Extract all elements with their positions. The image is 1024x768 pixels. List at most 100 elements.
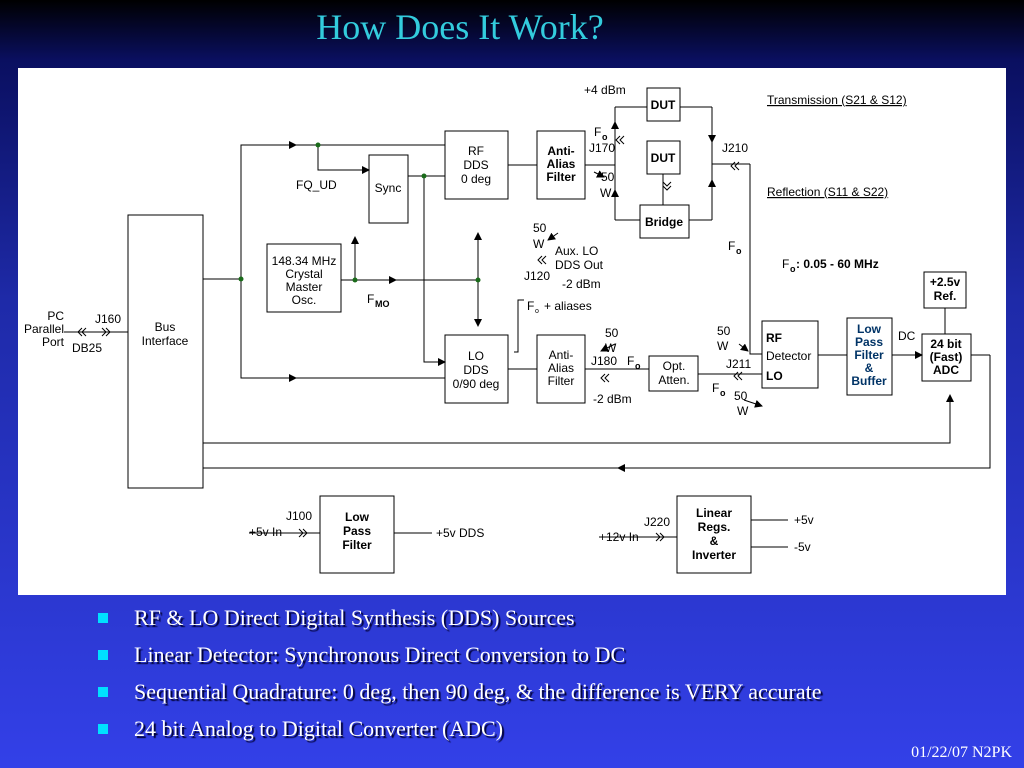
reflection-label: Reflection (S11 & S22): [767, 185, 888, 199]
lpfb-4: &: [865, 361, 874, 375]
osc-crystal-label: Crystal: [285, 267, 322, 281]
db25-label: DB25: [72, 341, 102, 355]
regs-2: Regs.: [698, 520, 731, 534]
junction-dots: [238, 142, 481, 283]
fo-f-3: F: [782, 257, 789, 271]
lo-dds-deg: 0/90 deg: [453, 377, 500, 391]
ohm-1: W: [600, 186, 612, 200]
dut-block-1: DUT: [646, 87, 681, 122]
block-diagram: Bus Interface PC Parallel Port J160 DB25…: [24, 83, 991, 574]
bullet-text: RF & LO Direct Digital Synthesis (DDS) S…: [134, 605, 575, 630]
fo-f-1: F: [594, 125, 601, 139]
termination-arrows: [547, 121, 763, 408]
fmo-sub: MO: [375, 299, 390, 309]
opt-atten-2: Atten.: [658, 373, 689, 387]
ref-2: Ref.: [934, 289, 957, 303]
minus5v-label: -5v: [794, 540, 811, 554]
plus5v-label: +5v: [794, 513, 814, 527]
low-pass-filter-bottom-block: Low Pass Filter: [319, 495, 395, 574]
dut-block-2: DUT: [646, 140, 681, 175]
anti-alias-filter-bottom: Anti- Alias Filter: [536, 334, 586, 404]
fo-f-4: F: [527, 299, 534, 313]
bullet-square-icon: [98, 686, 108, 697]
dut1-label: DUT: [651, 98, 676, 112]
fifty-3: 50: [605, 326, 619, 340]
j100-label: J100 +5v In: [249, 509, 312, 539]
fo-j170-label: F o J170 50 W: [589, 125, 615, 200]
interface-label: Interface: [142, 334, 189, 348]
ref-1: +2.5v: [930, 275, 961, 289]
fo-sub-4: o: [535, 308, 539, 315]
dut2-label: DUT: [651, 151, 676, 165]
aux-lo-label: 50 W Aux. LO DDS Out J120 -2 dBm F o + a…: [524, 221, 604, 315]
fo-range-label: F o : 0.05 - 60 MHz: [782, 257, 879, 274]
ohm-5: W: [737, 404, 749, 418]
fo-f-5: F: [627, 354, 634, 368]
aaf-top-3: Filter: [546, 170, 576, 184]
lpf-bottom-3: Filter: [342, 538, 372, 552]
aaf-bot-3: Filter: [548, 374, 575, 388]
j210-label: J210: [722, 141, 748, 155]
slide-footer: 01/22/07 N2PK: [911, 744, 1012, 761]
aaf-top-2: Alias: [547, 157, 576, 171]
bullet-square-icon: [98, 723, 108, 734]
bullet-item: 24 bit Analog to Digital Converter (ADC): [98, 713, 821, 750]
low-pass-filter-buffer-block: Low Pass Filter & Buffer: [846, 317, 893, 396]
lpfb-5: Buffer: [851, 374, 887, 388]
regs-4: Inverter: [692, 548, 736, 562]
fmo-f: F: [367, 292, 374, 306]
fifty-5: 50: [734, 389, 748, 403]
rf-dds-dds: DDS: [463, 158, 488, 172]
aaf-bot-2: Alias: [548, 361, 574, 375]
lo-dds-dds: DDS: [463, 363, 488, 377]
fo-sub-6: o: [720, 388, 726, 398]
ohm-4: W: [717, 339, 729, 353]
aaf-bot-1: Anti-: [549, 348, 574, 362]
bullet-square-icon: [98, 649, 108, 660]
slide-title: How Does It Work?: [316, 7, 604, 47]
j120-label: J120: [524, 269, 550, 283]
signal-wires: [203, 106, 991, 548]
lpfb-1: Low: [857, 322, 882, 336]
minus2dbm-aux: -2 dBm: [562, 277, 601, 291]
aux-lo-2: DDS Out: [555, 258, 604, 272]
fo-sub-3: o: [790, 264, 796, 274]
j180-label: 50 W J180 F o -2 dBm: [591, 326, 641, 406]
bullet-text: Sequential Quadrature: 0 deg, then 90 de…: [134, 679, 822, 704]
fo-sub-1: o: [602, 132, 608, 142]
bullet-list: RF & LO Direct Digital Synthesis (DDS) S…: [98, 602, 821, 750]
j160-connector: [64, 327, 128, 337]
linear-regulators-block: Linear Regs. & Inverter: [676, 495, 752, 574]
pc-label: PC: [47, 309, 64, 323]
fo-sub-2: o: [736, 246, 742, 256]
j220-text: J220: [644, 515, 670, 529]
lo-dds-block: LO DDS 0/90 deg: [444, 334, 509, 404]
bullet-item: Sequential Quadrature: 0 deg, then 90 de…: [98, 676, 821, 713]
bullet-item: Linear Detector: Synchronous Direct Conv…: [98, 639, 821, 676]
aux-lo-1: Aux. LO: [555, 244, 598, 258]
fo-sub-5: o: [635, 361, 641, 371]
j160-label: J160: [95, 312, 121, 326]
fo-right-label: F o: [728, 239, 742, 256]
bullet-square-icon: [98, 612, 108, 623]
block-diagram-panel: Bus Interface PC Parallel Port J160 DB25…: [18, 68, 1006, 595]
crystal-oscillator-block: 148.34 MHz Crystal Master Osc.: [266, 243, 342, 313]
rf-dds-deg: 0 deg: [461, 172, 491, 186]
regs-3: &: [710, 534, 719, 548]
fo-f-6: F: [712, 381, 719, 395]
rf-detector-rf: RF: [766, 331, 782, 345]
parallel-label: Parallel: [24, 322, 64, 336]
bus-label: Bus: [155, 320, 176, 334]
lpf-bottom-2: Pass: [343, 524, 371, 538]
ohm-2: W: [533, 237, 545, 251]
adc-2: (Fast): [930, 350, 963, 364]
j211-text: J211: [726, 357, 751, 371]
optional-attenuator-block: Opt. Atten.: [648, 355, 699, 392]
bullet-text: 24 bit Analog to Digital Converter (ADC): [134, 716, 504, 741]
bridge-block: Bridge: [639, 204, 690, 239]
sync-block: Sync: [368, 154, 409, 224]
rf-dds-rf: RF: [468, 144, 484, 158]
aliases-label: + aliases: [544, 299, 592, 313]
adc-1: 24 bit: [930, 337, 961, 351]
adc-3: ADC: [933, 363, 959, 377]
